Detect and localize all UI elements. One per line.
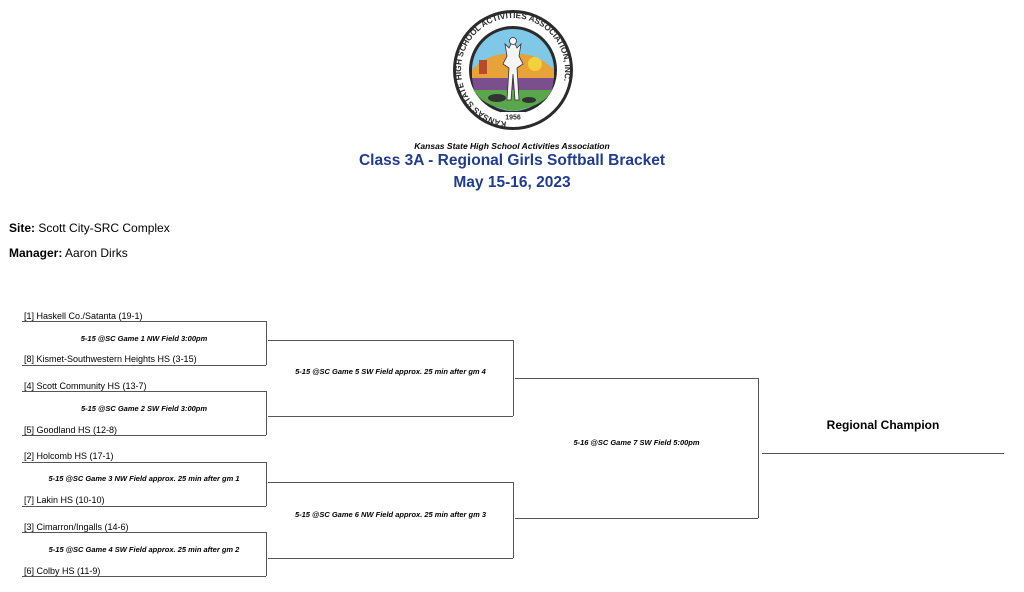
seal-icon: KANSAS STATE HIGH SCHOOL ACTIVITIES ASSO… — [453, 10, 573, 130]
game-2-info: 5-15 @SC Game 2 SW Field 3:00pm — [80, 404, 208, 413]
organization-name: Kansas State High School Activities Asso… — [414, 141, 610, 151]
bracket-line — [268, 482, 513, 483]
bracket-line — [268, 340, 513, 341]
team-seed-1: [1] Haskell Co./Satanta (19-1) — [24, 311, 143, 321]
team-seed-2: [2] Holcomb HS (17-1) — [24, 451, 114, 461]
bracket-line — [515, 518, 758, 519]
team-seed-7: [7] Lakin HS (10-10) — [24, 495, 105, 505]
team-seed-5: [5] Goodland HS (12-8) — [24, 425, 118, 435]
game-6-info: 5-15 @SC Game 6 NW Field approx. 25 min … — [294, 510, 487, 519]
bracket-line — [266, 532, 267, 576]
manager-label: Manager: — [9, 246, 63, 260]
game-1-info: 5-15 @SC Game 1 NW Field 3:00pm — [80, 334, 208, 343]
bracket-line — [22, 321, 266, 322]
bracket-line — [266, 321, 267, 365]
bracket-line — [22, 391, 266, 392]
bracket-line — [515, 378, 758, 379]
page-title: Class 3A - Regional Girls Softball Brack… — [358, 152, 666, 169]
bracket-line — [513, 340, 514, 416]
team-seed-3: [3] Cimarron/Ingalls (14-6) — [24, 522, 129, 532]
team-seed-8: [8] Kismet-Southwestern Heights HS (3-15… — [24, 354, 197, 364]
bracket-line — [268, 416, 513, 417]
manager-line: Manager: Aaron Dirks — [9, 246, 128, 260]
khsaa-logo: KANSAS STATE HIGH SCHOOL ACTIVITIES ASSO… — [449, 8, 577, 130]
site-value: Scott City-SRC Complex — [35, 221, 170, 235]
bracket-line — [22, 462, 266, 463]
seal-year: 1956 — [505, 115, 521, 122]
bracket-line — [22, 576, 266, 577]
bracket-line — [22, 506, 266, 507]
manager-value: Aaron Dirks — [62, 246, 128, 260]
site-label: Site: — [9, 221, 36, 235]
bracket-line — [266, 462, 267, 506]
team-seed-4: [4] Scott Community HS (13-7) — [24, 381, 147, 391]
page-dates: May 15-16, 2023 — [453, 174, 571, 191]
bracket-line — [513, 482, 514, 558]
team-seed-6: [6] Colby HS (11-9) — [24, 566, 101, 576]
game-4-info: 5-15 @SC Game 4 SW Field approx. 25 min … — [48, 545, 240, 554]
champion-line — [762, 453, 1004, 454]
site-line: Site: Scott City-SRC Complex — [9, 221, 170, 235]
champion-label: Regional Champion — [826, 418, 940, 432]
bracket-line — [758, 378, 759, 518]
bracket-line — [268, 558, 513, 559]
bracket-line — [22, 532, 266, 533]
bracket-line — [266, 391, 267, 435]
game-3-info: 5-15 @SC Game 3 NW Field approx. 25 min … — [48, 474, 240, 483]
bracket-line — [22, 365, 266, 366]
game-5-info: 5-15 @SC Game 5 SW Field approx. 25 min … — [295, 367, 486, 376]
bracket-line — [22, 435, 266, 436]
game-7-info: 5-16 @SC Game 7 SW Field 5:00pm — [573, 438, 700, 447]
